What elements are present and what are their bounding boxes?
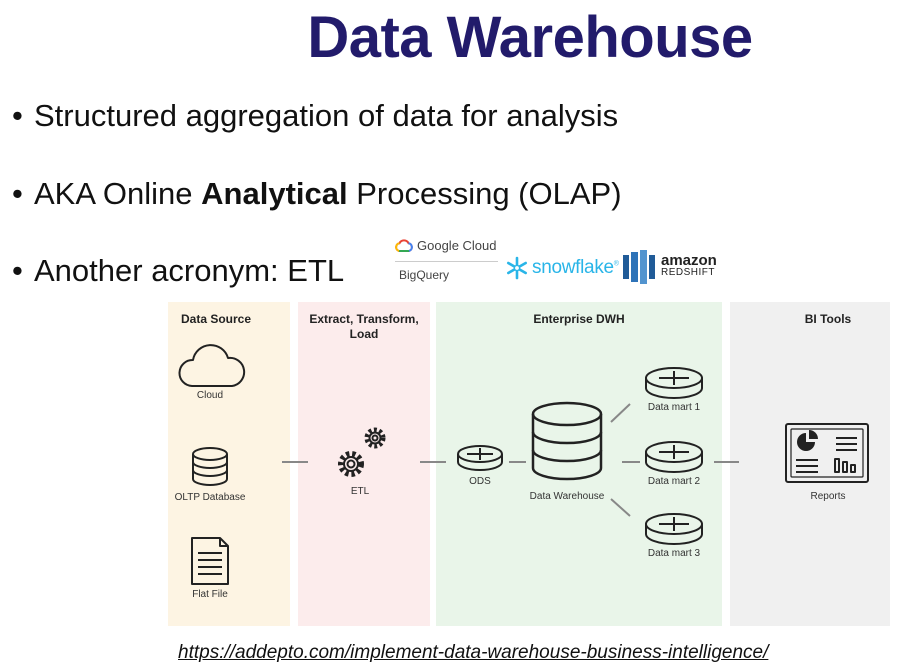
vendor-logos: Google Cloud BigQuery snowflake® amazon … — [395, 238, 735, 300]
data-mart-2-icon — [645, 441, 703, 473]
flat-file-icon — [191, 537, 229, 585]
label-data-warehouse: Data Warehouse — [529, 491, 605, 502]
ods-disk-icon — [457, 445, 503, 471]
bi-tools-column — [730, 302, 890, 626]
label-cloud: Cloud — [196, 390, 224, 401]
page-title: Data Warehouse — [307, 5, 753, 70]
connectors — [282, 403, 739, 517]
data-warehouse-icon — [531, 401, 603, 481]
header-bi-tools: BI Tools — [804, 312, 852, 326]
bullet-text: Structured aggregation of data for analy… — [34, 98, 619, 133]
diagram-canvas — [168, 302, 890, 626]
etl-gears-icon — [338, 427, 386, 477]
bullet-etl: • Another acronym: ETL — [12, 253, 344, 289]
label-data-mart-3: Data mart 3 — [647, 548, 701, 559]
redshift-label: REDSHIFT — [661, 267, 715, 278]
data-mart-1-icon — [645, 367, 703, 399]
data-mart-3-icon — [645, 513, 703, 545]
oltp-database-icon — [192, 447, 228, 486]
snowflake-icon — [506, 256, 528, 280]
bullet-dot: • — [12, 253, 23, 288]
bullet-olap: • AKA Online Analytical Processing (OLAP) — [12, 176, 622, 212]
google-cloud-icon — [395, 239, 413, 252]
connector-dwh-mart1 — [610, 403, 631, 423]
header-enterprise-dwh: Enterprise DWH — [533, 312, 625, 326]
snowflake-registered-mark: ® — [613, 260, 619, 268]
connector-dwh-mart3 — [610, 498, 631, 517]
label-data-mart-2: Data mart 2 — [647, 476, 701, 487]
source-url-link[interactable]: https://addepto.com/implement-data-wareh… — [178, 642, 769, 663]
label-data-mart-1: Data mart 1 — [647, 402, 701, 413]
snowflake-logo: snowflake® — [505, 256, 619, 280]
redshift-icon — [623, 250, 655, 284]
logo-divider — [395, 261, 498, 262]
snowflake-label: snowflake — [532, 257, 614, 278]
header-etl: Extract, Transform, Load — [309, 312, 419, 341]
label-reports: Reports — [810, 491, 846, 502]
reports-icon — [785, 423, 869, 483]
label-flat-file: Flat File — [192, 589, 228, 600]
label-etl: ETL — [350, 486, 370, 497]
google-cloud-label: Google Cloud — [417, 238, 497, 253]
google-cloud-logo: Google Cloud BigQuery — [395, 238, 505, 282]
bullet-text: Another acronym: ETL — [34, 253, 345, 288]
dwh-architecture-diagram: Data Source Extract, Transform, Load Ent… — [168, 302, 890, 626]
bullet-text-pre: AKA Online — [34, 176, 202, 211]
bullet-dot: • — [12, 98, 23, 133]
bullet-text-post: Processing (OLAP) — [347, 176, 622, 211]
amazon-label: amazon — [661, 252, 717, 269]
bullet-dot: • — [12, 176, 23, 211]
bigquery-label: BigQuery — [399, 268, 450, 282]
amazon-redshift-logo: amazon REDSHIFT — [623, 250, 717, 284]
bullet-structured-aggregation: • Structured aggregation of data for anal… — [12, 98, 618, 134]
bullet-text-bold: Analytical — [201, 176, 348, 211]
header-data-source: Data Source — [180, 312, 252, 326]
enterprise-dwh-column — [436, 302, 722, 626]
label-ods: ODS — [469, 476, 491, 487]
reports-pie-icon — [797, 430, 818, 451]
label-oltp-database: OLTP Database — [174, 492, 246, 503]
cloud-icon — [178, 344, 246, 387]
